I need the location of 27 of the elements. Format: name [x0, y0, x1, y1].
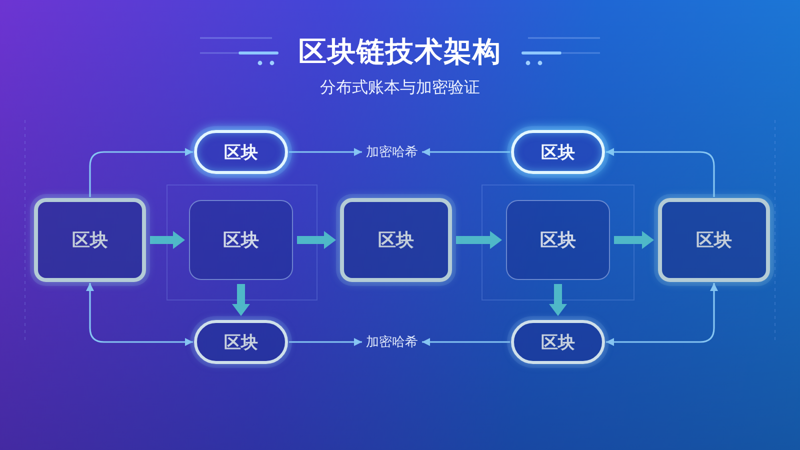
block-box: 区块: [506, 200, 610, 280]
block-box: 区块: [658, 198, 770, 282]
block-arrow: [614, 231, 654, 249]
block-arrow: [549, 284, 567, 316]
connector-label: 加密哈希: [366, 143, 418, 161]
block-pill: 区块: [511, 320, 605, 364]
subtitle: 分布式账本与加密验证: [320, 78, 480, 98]
arrow: [86, 283, 193, 346]
arrow: [289, 338, 362, 346]
arrow: [289, 148, 362, 156]
arrow: [606, 148, 715, 197]
arrow: [606, 283, 718, 346]
arrow: [422, 148, 510, 156]
block-box: 区块: [340, 198, 452, 282]
block-box: 区块: [189, 200, 293, 280]
block-arrow: [232, 284, 250, 316]
block-arrow: [297, 231, 336, 249]
block-pill: 区块: [194, 320, 288, 364]
block-box: 区块: [34, 198, 146, 282]
arrow: [89, 148, 193, 197]
title: 区块链技术架构: [298, 34, 502, 70]
block-pill: 区块: [511, 130, 605, 174]
arrow: [422, 338, 510, 346]
block-arrow: [150, 231, 185, 249]
block-pill: 区块: [194, 130, 288, 174]
connector-label: 加密哈希: [366, 333, 418, 351]
block-arrow: [456, 231, 502, 249]
